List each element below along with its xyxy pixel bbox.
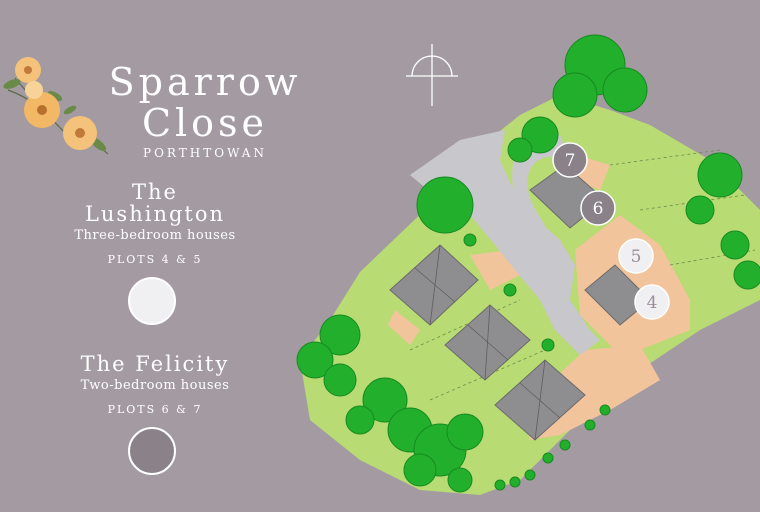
plot-marker-4[interactable]: 4 bbox=[634, 284, 670, 320]
felicity-swatch bbox=[128, 427, 176, 475]
house-type-name: The Felicity bbox=[80, 352, 230, 376]
north-compass-icon bbox=[406, 44, 458, 106]
site-grass bbox=[300, 95, 760, 495]
plot-number: 6 bbox=[593, 199, 604, 219]
house-type-plots: PLOTS 6 & 7 bbox=[107, 403, 203, 416]
plot-marker-7[interactable]: 7 bbox=[552, 142, 588, 178]
development-title-line2: Close bbox=[141, 101, 269, 145]
development-title-line1: Sparrow bbox=[108, 60, 302, 104]
development-location: PORTHTOWAN bbox=[143, 146, 267, 160]
plot-number: 7 bbox=[565, 151, 576, 171]
lushington-swatch bbox=[128, 277, 176, 325]
house-type-plots: PLOTS 4 & 5 bbox=[107, 253, 203, 266]
house-type-name-line1: The bbox=[132, 180, 178, 204]
house-roof bbox=[389, 244, 479, 326]
plot-number: 5 bbox=[631, 247, 642, 267]
plot-marker-6[interactable]: 6 bbox=[580, 190, 616, 226]
house-type-description: Three-bedroom houses bbox=[74, 228, 236, 243]
site-plan: 7 6 5 4 bbox=[296, 34, 760, 495]
plot-marker-5[interactable]: 5 bbox=[618, 238, 654, 274]
plot-number: 4 bbox=[647, 293, 658, 313]
flower-bouquet-icon bbox=[3, 57, 109, 155]
house-type-name-line2: Lushington bbox=[84, 202, 226, 226]
house-type-description: Two-bedroom houses bbox=[80, 378, 230, 393]
